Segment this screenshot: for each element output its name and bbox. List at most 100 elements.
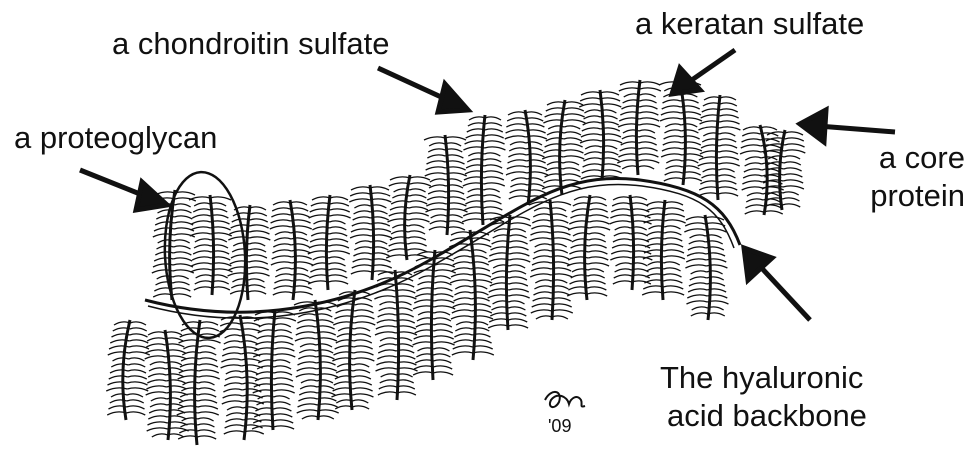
glycosaminoglycan-chain (507, 118, 525, 121)
glycosaminoglycan-chain (271, 262, 292, 265)
glycosaminoglycan-chain (130, 322, 146, 325)
glycosaminoglycan-chain (410, 177, 430, 180)
glycosaminoglycan-chain (175, 204, 191, 207)
proteoglycan-monomer (424, 135, 468, 235)
glycosaminoglycan-chain (329, 221, 345, 224)
glycosaminoglycan-chain (664, 268, 681, 271)
glycosaminoglycan-chain (224, 431, 244, 434)
glycosaminoglycan-chain (719, 169, 735, 172)
glycosaminoglycan-chain (451, 316, 472, 319)
glycosaminoglycan-chain (248, 291, 266, 294)
glycosaminoglycan-chain (354, 205, 370, 208)
proteoglycan-monomer (462, 115, 505, 225)
glycosaminoglycan-chain (690, 277, 707, 280)
glycosaminoglycan-chain (563, 174, 581, 177)
glycosaminoglycan-chain (510, 184, 527, 187)
glycosaminoglycan-chain (428, 149, 445, 152)
glycosaminoglycan-chain (274, 354, 295, 357)
glycosaminoglycan-chain (639, 112, 658, 115)
glycosaminoglycan-chain (352, 406, 369, 409)
glycosaminoglycan-chain (699, 187, 718, 190)
arrow-keratan (672, 50, 735, 94)
glycosaminoglycan-chain (329, 233, 347, 236)
glycosaminoglycan-chain (630, 203, 648, 206)
glycosaminoglycan-chain (198, 412, 219, 415)
glycosaminoglycan-chain (434, 330, 453, 333)
glycosaminoglycan-chain (194, 245, 211, 248)
glycosaminoglycan-chain (147, 428, 168, 431)
glycosaminoglycan-chain (451, 274, 471, 277)
glycosaminoglycan-chain (611, 209, 630, 212)
glycosaminoglycan-chain (273, 202, 290, 205)
proteoglycan-monomer (106, 320, 150, 420)
glycosaminoglycan-chain (510, 229, 526, 232)
glycosaminoglycan-chain (199, 370, 219, 373)
proteoglycan-monomer (659, 80, 703, 185)
glycosaminoglycan-chain (454, 292, 471, 295)
glycosaminoglycan-chain (784, 150, 805, 153)
glycosaminoglycan-chain (510, 241, 528, 244)
glycosaminoglycan-chain (664, 250, 684, 253)
glycosaminoglycan-chain (318, 416, 334, 419)
proteoglycan-monomer (567, 195, 610, 300)
glycosaminoglycan-chain (454, 340, 473, 343)
glycosaminoglycan-chain (223, 389, 242, 392)
glycosaminoglycan-chain (128, 376, 147, 379)
glycosaminoglycan-chain (665, 202, 683, 205)
glycosaminoglycan-chain (620, 82, 640, 85)
glycosaminoglycan-chain (691, 271, 707, 274)
glycosaminoglycan-chain (485, 135, 504, 138)
glycosaminoglycan-chain (589, 233, 605, 236)
glycosaminoglycan-chain (508, 307, 525, 310)
glycosaminoglycan-chain (536, 316, 552, 319)
glycosaminoglycan-chain (145, 356, 166, 359)
glycosaminoglycan-chain (146, 344, 165, 347)
glycosaminoglycan-chain (617, 160, 638, 163)
glycosaminoglycan-chain (407, 249, 427, 252)
glycosaminoglycan-chain (720, 121, 740, 124)
glycosaminoglycan-chain (108, 382, 128, 385)
glycosaminoglycan-chain (782, 204, 800, 207)
core-protein-stalk (315, 300, 320, 420)
glycosaminoglycan-chain (194, 287, 212, 290)
glycosaminoglycan-chain (168, 434, 184, 437)
glycosaminoglycan-chain (565, 114, 585, 117)
glycosaminoglycan-chain (353, 217, 371, 220)
glycosaminoglycan-chain (378, 350, 396, 353)
glycosaminoglycan-chain (563, 150, 583, 153)
glycosaminoglycan-chain (639, 142, 657, 145)
glycosaminoglycan-chain (662, 106, 681, 109)
glycosaminoglycan-chain (611, 251, 631, 254)
glycosaminoglycan-chain (221, 365, 242, 368)
glycosaminoglycan-chain (424, 137, 445, 140)
glycosaminoglycan-chain (510, 190, 528, 193)
glycosaminoglycan-chain (126, 412, 145, 415)
glycosaminoglycan-chain (462, 219, 483, 222)
glycosaminoglycan-chain (454, 334, 472, 337)
glycosaminoglycan-chain (199, 352, 216, 355)
glycosaminoglycan-chain (720, 109, 738, 112)
glycosaminoglycan-chain (484, 171, 503, 174)
glycosaminoglycan-chain (434, 294, 453, 297)
glycosaminoglycan-chain (249, 249, 266, 252)
glycosaminoglycan-chain (664, 136, 682, 139)
glycosaminoglycan-chain (530, 238, 551, 241)
glycosaminoglycan-chain (783, 174, 802, 177)
glycosaminoglycan-chain (720, 103, 737, 106)
glycosaminoglycan-chain (552, 304, 572, 307)
glycosaminoglycan-chain (588, 281, 606, 284)
glycosaminoglycan-chain (274, 286, 293, 289)
glycosaminoglycan-chain (147, 386, 167, 389)
glycosaminoglycan-chain (450, 280, 471, 283)
glycosaminoglycan-chain (639, 130, 655, 133)
glycosaminoglycan-chain (426, 167, 446, 170)
glycosaminoglycan-chain (742, 181, 762, 184)
glycosaminoglycan-chain (742, 133, 760, 136)
proteoglycan-monomer (610, 195, 653, 290)
glycosaminoglycan-chain (210, 197, 231, 200)
core-protein-stalk (350, 290, 355, 410)
glycosaminoglycan-chain (665, 226, 681, 229)
glycosaminoglycan-chain (785, 144, 805, 147)
glycosaminoglycan-chain (483, 201, 501, 204)
glycosaminoglycan-chain (152, 434, 168, 437)
